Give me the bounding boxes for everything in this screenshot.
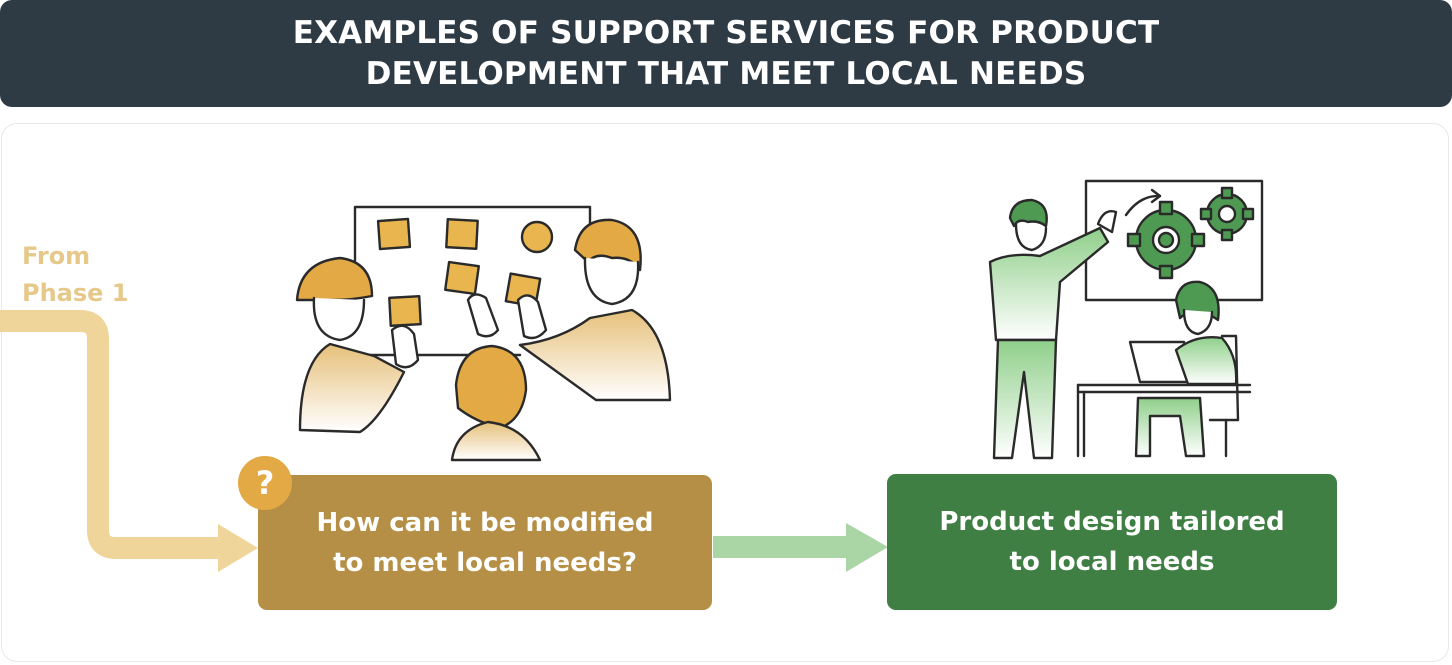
page-title: EXAMPLES OF SUPPORT SERVICES FOR PRODUCT… [0,0,1452,107]
engineers-designing-gears-icon [988,179,1264,460]
from-phase-label: From Phase 1 [22,238,129,312]
result-line-2: to local needs [1009,547,1215,577]
result-box: Product design tailored to local needs [887,474,1337,610]
result-line-1: Product design tailored [939,507,1285,537]
phase1-arrow [0,310,258,572]
question-box: How can it be modified to meet local nee… [258,475,712,610]
from-label-line-1: From [22,242,91,270]
question-line-1: How can it be modified [316,507,654,538]
question-mark-icon: ? [238,456,292,510]
title-line-1: EXAMPLES OF SUPPORT SERVICES FOR PRODUCT [292,14,1160,51]
from-label-line-2: Phase 1 [22,279,129,307]
title-line-2: DEVELOPMENT THAT MEET LOCAL NEEDS [365,55,1087,92]
connector-arrow [713,523,888,572]
question-line-2: to meet local needs? [333,547,637,578]
team-brainstorming-sticky-notes-icon [295,205,672,462]
